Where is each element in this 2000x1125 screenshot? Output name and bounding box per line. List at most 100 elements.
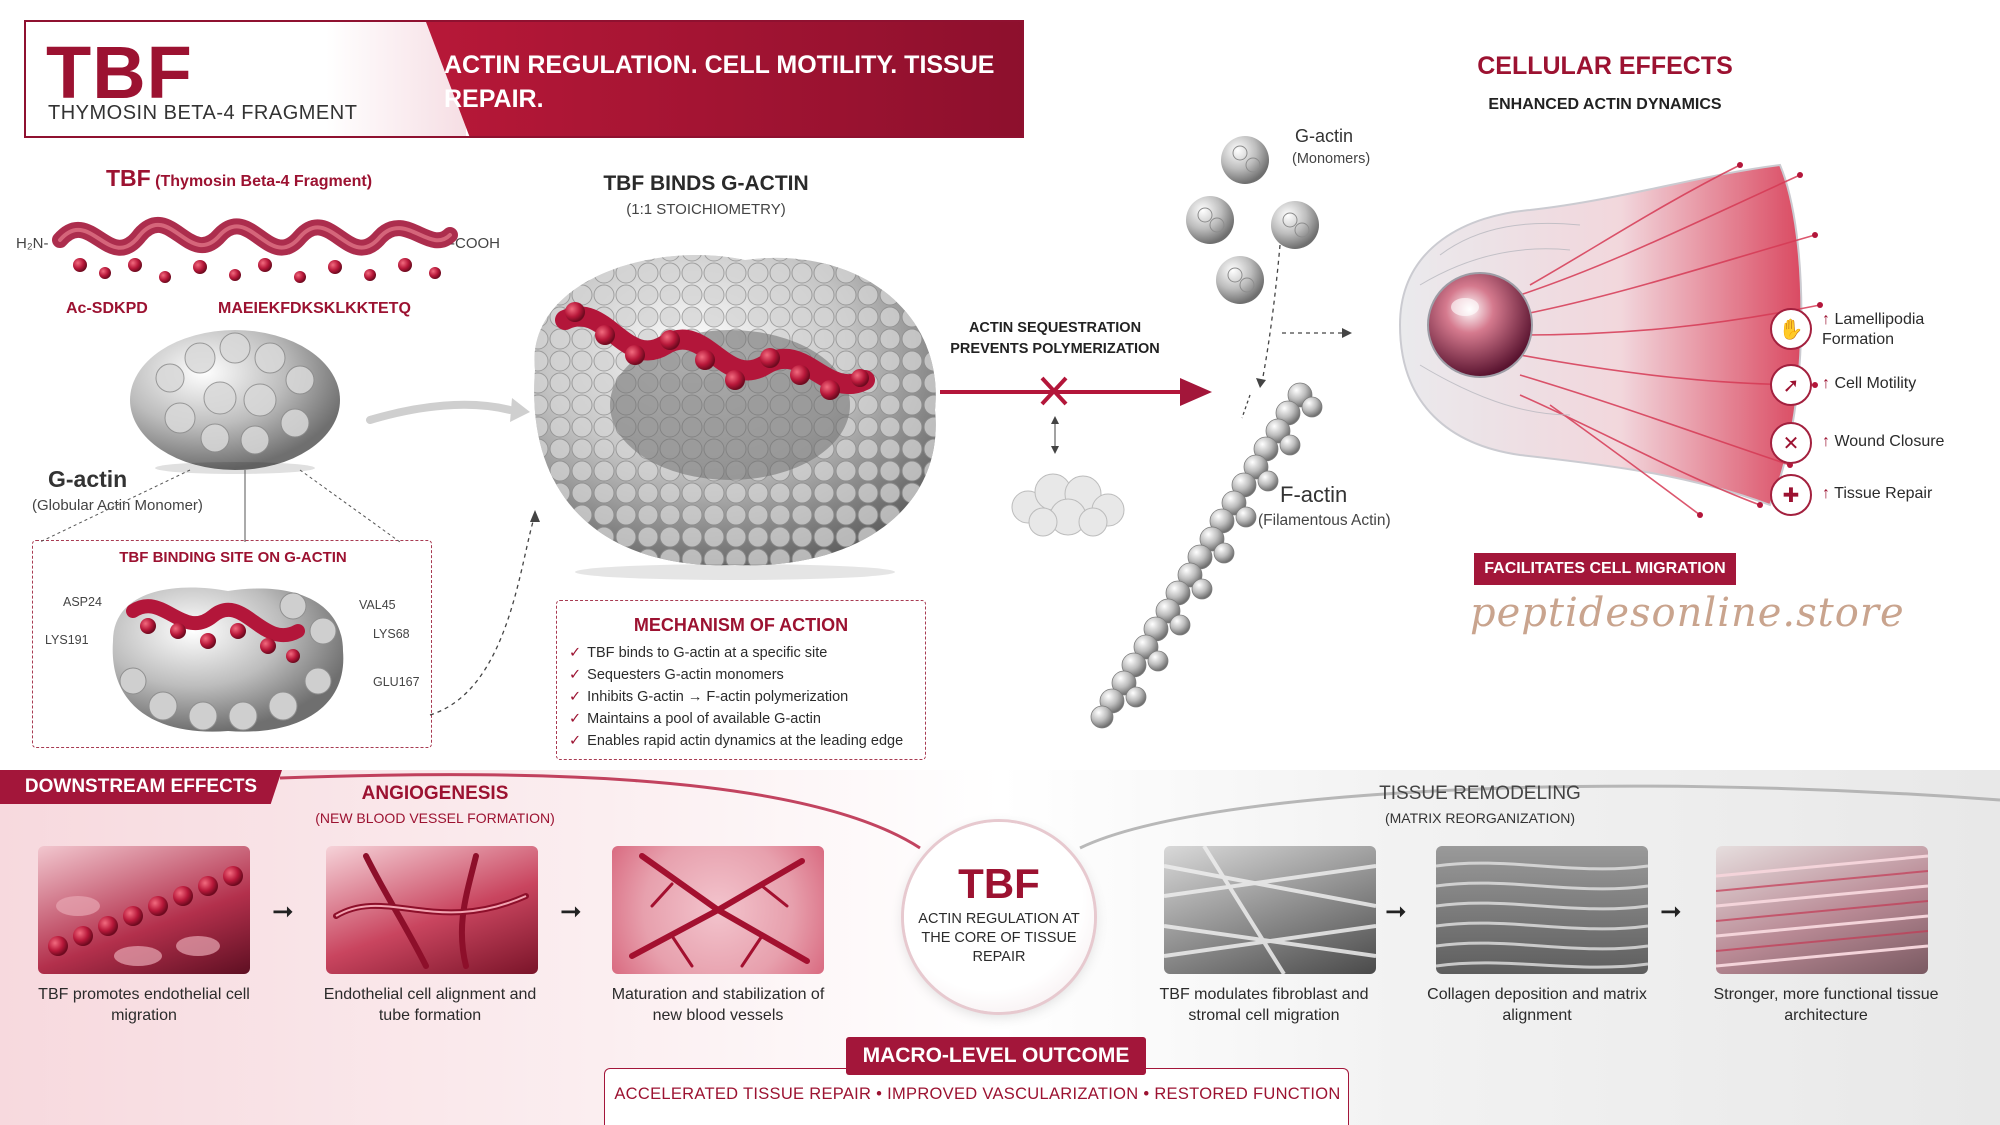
check-icon: ✓: [569, 711, 582, 727]
downstream-arc-decoration: [279, 773, 2000, 850]
complex-title: TBF BINDS G-ACTIN: [603, 172, 809, 195]
header-band: [426, 22, 1022, 136]
angiogenesis-sub: (NEW BLOOD VESSEL FORMATION): [315, 810, 555, 826]
migrating-cell-illustration: [1398, 162, 1823, 518]
collagen-alignment-illustration: [1436, 861, 1648, 969]
effect-arrow: ↑: [1822, 485, 1830, 502]
vessel-network-illustration: [629, 853, 810, 968]
monomers-label: G-actin: [1295, 126, 1354, 146]
g-actin-label: G-actin: [48, 466, 128, 492]
sequence-left: Ac-SDKPD: [66, 300, 148, 317]
cellular-effects-sub: ENHANCED ACTIN DYNAMICS: [1488, 96, 1722, 113]
brand-subtitle: THYMOSIN BETA-4 FRAGMENT: [48, 102, 358, 124]
tbf-gactin-complex-illustration: [534, 254, 936, 580]
motility-icon: ➚: [1770, 364, 1812, 406]
mechanism-item: ✓Sequesters G-actin monomers: [569, 667, 784, 683]
arrow-right-icon: ➞: [272, 896, 294, 926]
effect-tissue-repair: ✚ ↑ Tissue Repair: [1770, 474, 1990, 516]
residue-lys68: LYS68: [373, 627, 410, 641]
residue-asp24: ASP24: [63, 595, 102, 609]
angiogenesis-tile-tubes: [326, 846, 538, 974]
center-title: TBF: [958, 860, 1040, 907]
caption-tube-formation: Endothelial cell alignment and tube form…: [323, 986, 537, 1024]
complex-subtitle: (1:1 STOICHIOMETRY): [626, 201, 786, 218]
g-actin-monomer-illustration: [130, 330, 340, 474]
brand-title: TBF: [46, 31, 193, 114]
effect-arrow: ↑: [1822, 433, 1830, 450]
g-actin-monomers-illustration: [1186, 136, 1319, 304]
header-tagline: ACTIN REGULATION. CELL MOTILITY. TISSUE …: [444, 51, 995, 113]
arrow-right-icon: ➞: [1660, 896, 1682, 926]
angiogenesis-tile-migration: [38, 846, 250, 974]
c-terminus-label: -COOH: [450, 235, 500, 252]
peptide-helix-illustration: [52, 216, 458, 283]
peptide-title-main: TBF: [106, 165, 151, 191]
wound-icon: ✕: [1770, 422, 1812, 464]
remodeling-title: TISSUE REMODELING: [1379, 783, 1581, 804]
mechanism-item: ✓Inhibits G-actin → F-actin polymerizati…: [569, 689, 849, 705]
n-terminus-label: H₂N-: [16, 235, 49, 252]
sequestration-line2: PREVENTS POLYMERIZATION: [950, 341, 1160, 357]
endothelial-migration-illustration: [48, 866, 243, 966]
peptide-title: TBF (Thymosin Beta-4 Fragment): [106, 165, 372, 192]
tbf-center-badge: TBF ACTIN REGULATION AT THE CORE OF TISS…: [904, 822, 1094, 1012]
check-icon: ✓: [569, 733, 582, 749]
binding-site-panel: TBF BINDING SITE ON G-ACTIN ASP24 LYS191…: [32, 540, 432, 748]
repair-icon: ✚: [1770, 474, 1812, 516]
check-icon: ✓: [569, 667, 582, 683]
remodeling-tile-collagen: [1436, 846, 1648, 974]
g-actin-sub: (Globular Actin Monomer): [32, 497, 203, 514]
check-icon: ✓: [569, 645, 582, 661]
mechanism-item: ✓Maintains a pool of available G-actin: [569, 711, 821, 727]
caption-vessel-maturation: Maturation and stabilization of new bloo…: [611, 986, 825, 1024]
effect-motility: ➚ ↑ Cell Motility: [1770, 364, 1990, 406]
binding-site-illustration: [112, 587, 344, 732]
sequestration-label: ACTIN SEQUESTRATION PREVENTS POLYMERIZAT…: [930, 318, 1180, 360]
mechanism-panel: MECHANISM OF ACTION ✓TBF binds to G-acti…: [556, 600, 926, 760]
f-actin-sub: (Filamentous Actin): [1258, 512, 1391, 529]
effect-arrow: ↑: [1822, 375, 1830, 392]
effect-label: Wound Closure: [1834, 433, 1945, 450]
downstream-effects-badge: DOWNSTREAM EFFECTS: [0, 770, 282, 804]
caption-fibroblast-migration: TBF modulates fibroblast and stromal cel…: [1159, 986, 1369, 1024]
effect-wound-closure: ✕ ↑ Wound Closure: [1770, 422, 1990, 464]
residue-glu167: GLU167: [373, 675, 420, 689]
macro-outcome-panel: ACCELERATED TISSUE REPAIR • IMPROVED VAS…: [604, 1068, 1349, 1125]
remodeling-sub: (MATRIX REORGANIZATION): [1384, 810, 1576, 826]
mechanism-item: ✓TBF binds to G-actin at a specific site: [569, 645, 828, 661]
f-actin-label: F-actin: [1280, 482, 1348, 507]
mechanism-item: ✓Enables rapid actin dynamics at the lea…: [569, 733, 904, 749]
caption-tissue-architecture: Stronger, more functional tissue archite…: [1713, 986, 1939, 1024]
mechanism-title: MECHANISM OF ACTION: [633, 615, 849, 635]
remodeling-tile-architecture: [1716, 846, 1928, 974]
macro-outcome-badge: MACRO-LEVEL OUTCOME: [846, 1037, 1146, 1075]
tissue-architecture-illustration: [1716, 854, 1928, 968]
peptide-title-paren: (Thymosin Beta-4 Fragment): [155, 173, 373, 190]
effect-label: Tissue Repair: [1834, 485, 1933, 502]
f-actin-filament-illustration: [1090, 382, 1323, 729]
effect-arrow: ↑: [1822, 311, 1830, 328]
sequence-right: MAEIEKFDKSKLKKTETQ: [218, 300, 411, 317]
caption-endothelial-migration: TBF promotes endothelial cell migration: [38, 986, 250, 1024]
cellular-effects-title: CELLULAR EFFECTS: [1477, 52, 1733, 80]
fibroblast-illustration: [1164, 846, 1376, 974]
remodeling-tile-fibroblast: [1164, 846, 1376, 974]
effect-label: Cell Motility: [1834, 375, 1917, 392]
lamellipodia-icon: ✋: [1770, 308, 1812, 350]
watermark-text: peptidesonline.store: [1470, 590, 1905, 636]
macro-outcome-text: ACCELERATED TISSUE REPAIR • IMPROVED VAS…: [614, 1085, 1341, 1103]
angiogenesis-tile-vessels: [612, 846, 824, 974]
effect-label: Lamellipodia Formation: [1822, 311, 1925, 348]
binding-site-title: TBF BINDING SITE ON G-ACTIN: [119, 549, 347, 566]
residue-lys191: LYS191: [45, 633, 89, 647]
effect-lamellipodia: ✋ ↑ Lamellipodia Formation: [1770, 308, 1990, 350]
monomers-sub: (Monomers): [1292, 151, 1371, 167]
arrow-right-icon: ➞: [560, 896, 582, 926]
residue-val45: VAL45: [359, 598, 396, 612]
sequestration-line1: ACTIN SEQUESTRATION: [968, 320, 1142, 336]
migration-badge: FACILITATES CELL MIGRATION: [1474, 553, 1736, 585]
angiogenesis-title: ANGIOGENESIS: [361, 783, 509, 804]
sequestered-complex-icon: [1011, 473, 1125, 537]
arrow-right-icon: ➞: [1385, 896, 1407, 926]
tube-formation-illustration: [333, 853, 529, 969]
